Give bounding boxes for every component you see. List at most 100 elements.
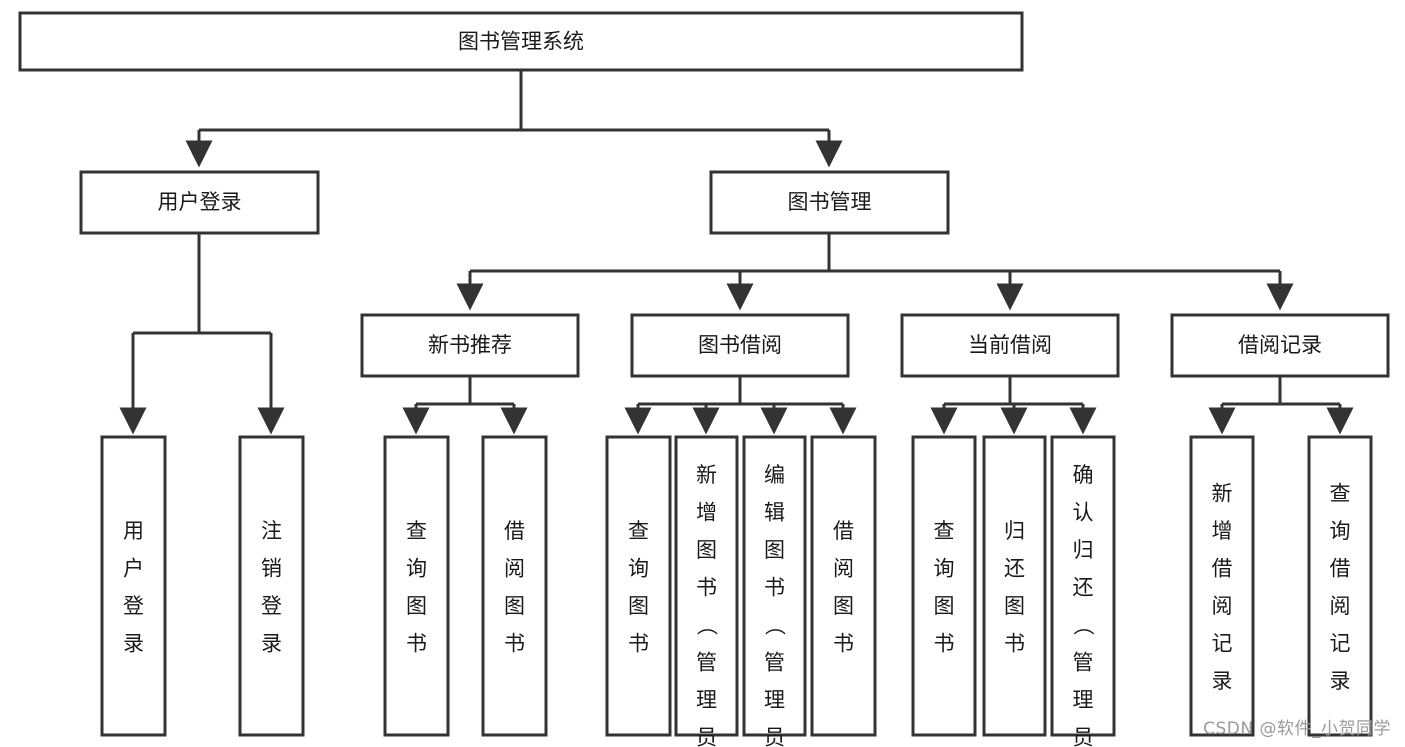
svg-text:注: 注	[261, 519, 282, 543]
node-borrow-record-box	[1170, 313, 1390, 378]
svg-text:增: 增	[696, 501, 717, 525]
svg-text:归: 归	[1004, 519, 1025, 543]
node-book-management[interactable]: 图书管理	[709, 170, 950, 235]
svg-text:书: 书	[628, 632, 649, 656]
leaf-user-login-label: 用户登录	[123, 519, 144, 656]
svg-text:（: （	[695, 615, 719, 636]
svg-text:员: 员	[696, 726, 717, 747]
svg-text:书: 书	[1004, 632, 1025, 656]
leaf-return-book-box	[982, 435, 1047, 737]
node-borrow-record-label: 借阅记录	[1238, 333, 1322, 357]
node-new-book-recommend-label: 新书推荐	[428, 333, 512, 357]
svg-text:录: 录	[123, 632, 144, 656]
node-root-box	[18, 11, 1024, 72]
leaf-confirm-return-admin-box	[1050, 435, 1116, 737]
svg-text:图: 图	[1004, 594, 1025, 618]
svg-text:销: 销	[261, 557, 282, 581]
leaf-query-book-1-box	[383, 435, 450, 737]
node-borrow-record[interactable]: 借阅记录	[1170, 313, 1390, 378]
svg-text:编: 编	[764, 463, 785, 487]
node-new-book-recommend[interactable]: 新书推荐	[360, 313, 580, 378]
leaf-user-login[interactable]: 用户登录	[100, 435, 167, 737]
leaf-query-book-2-box	[605, 435, 672, 737]
svg-text:理: 理	[1073, 688, 1094, 712]
svg-text:书: 书	[406, 632, 427, 656]
svg-text:查: 查	[406, 519, 427, 543]
node-user-login[interactable]: 用户登录	[79, 170, 320, 235]
node-root-system[interactable]: 图书管理系统	[18, 11, 1024, 72]
svg-text:登: 登	[123, 594, 144, 618]
svg-text:书: 书	[934, 632, 955, 656]
svg-text:询: 询	[934, 557, 955, 581]
svg-text:书: 书	[764, 576, 785, 600]
node-user-login-label: 用户登录	[158, 190, 242, 214]
svg-text:图: 图	[934, 594, 955, 618]
node-book-borrow[interactable]: 图书借阅	[630, 313, 850, 378]
svg-text:增: 增	[1212, 519, 1233, 543]
svg-text:还: 还	[1073, 576, 1094, 600]
leaf-add-book-admin-box	[674, 435, 739, 737]
node-current-borrow-box	[900, 313, 1120, 378]
svg-text:登: 登	[261, 594, 282, 618]
svg-text:理: 理	[696, 688, 717, 712]
svg-text:户: 户	[123, 557, 144, 581]
node-current-borrow[interactable]: 当前借阅	[900, 313, 1120, 378]
svg-text:管: 管	[764, 651, 785, 675]
svg-text:辑: 辑	[764, 501, 785, 525]
svg-text:员: 员	[1073, 726, 1094, 747]
leaf-borrow-book-2-box	[810, 435, 877, 737]
svg-text:借: 借	[833, 519, 854, 543]
svg-text:阅: 阅	[1330, 594, 1351, 618]
svg-text:录: 录	[1330, 669, 1351, 693]
svg-text:员: 员	[764, 726, 785, 747]
svg-text:借: 借	[1330, 557, 1351, 581]
node-current-borrow-label: 当前借阅	[968, 333, 1052, 357]
svg-text:新: 新	[1212, 482, 1233, 506]
svg-text:询: 询	[1330, 519, 1351, 543]
svg-text:新: 新	[696, 463, 717, 487]
svg-text:图: 图	[696, 538, 717, 562]
leaf-query-book-3-box	[911, 435, 977, 737]
leaf-borrow-book-1-box	[481, 435, 548, 737]
svg-text:理: 理	[764, 688, 785, 712]
leaf-user-logout-box	[238, 435, 305, 737]
leaf-query-borrow-record-box	[1307, 435, 1373, 737]
svg-text:图: 图	[833, 594, 854, 618]
svg-text:管: 管	[696, 651, 717, 675]
node-book-management-label: 图书管理	[788, 190, 872, 214]
svg-text:确: 确	[1073, 463, 1094, 487]
svg-text:查: 查	[934, 519, 955, 543]
svg-text:阅: 阅	[1212, 594, 1233, 618]
svg-text:借: 借	[504, 519, 525, 543]
node-book-borrow-box	[630, 313, 850, 378]
svg-text:图: 图	[504, 594, 525, 618]
node-book-management-box	[709, 170, 950, 235]
svg-text:归: 归	[1073, 538, 1094, 562]
svg-text:图: 图	[406, 594, 427, 618]
svg-text:图: 图	[764, 538, 785, 562]
svg-text:管: 管	[1073, 651, 1094, 675]
svg-text:借: 借	[1212, 557, 1233, 581]
